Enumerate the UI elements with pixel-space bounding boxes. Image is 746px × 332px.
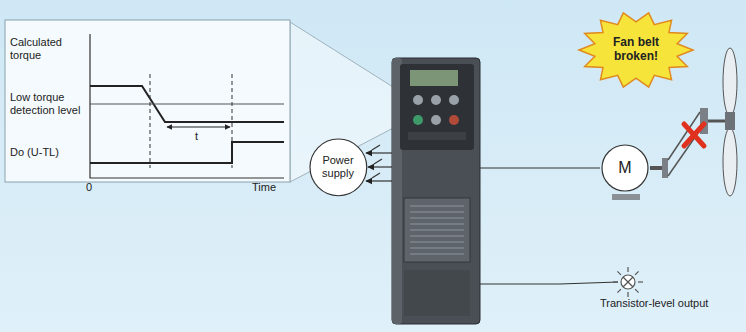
- chart-line: [90, 86, 284, 122]
- power-supply-circle: Power supply: [309, 138, 368, 197]
- chart-label: 0: [86, 181, 92, 194]
- chart-line: [167, 127, 230, 128]
- chart-line: [90, 104, 284, 105]
- motor-circle: M: [601, 144, 649, 192]
- node-text: Fan belt broken!: [605, 36, 667, 64]
- timing-chart: [90, 34, 284, 178]
- output-label: Transistor-level output: [600, 297, 730, 310]
- node-text: Power supply: [316, 154, 360, 179]
- chart-label: Calculated torque: [10, 36, 86, 62]
- chart-label: Low torque detection level: [10, 91, 88, 117]
- inset-box: [5, 20, 290, 182]
- starburst-callout: Fan belt broken!: [577, 10, 695, 90]
- chart-label: t: [195, 130, 198, 143]
- motor-wire: [480, 167, 600, 168]
- power-wires: [366, 145, 392, 181]
- chart-line: [150, 74, 151, 168]
- inverter-unit: [392, 58, 480, 324]
- lamp-symbol: [613, 267, 643, 297]
- output-wire: [480, 282, 618, 284]
- chart-label: Time: [252, 181, 276, 194]
- node-text: M: [618, 159, 631, 177]
- chart-line: [90, 34, 284, 178]
- chart-label: Do (U-TL): [10, 146, 86, 159]
- chart-line: [90, 142, 284, 163]
